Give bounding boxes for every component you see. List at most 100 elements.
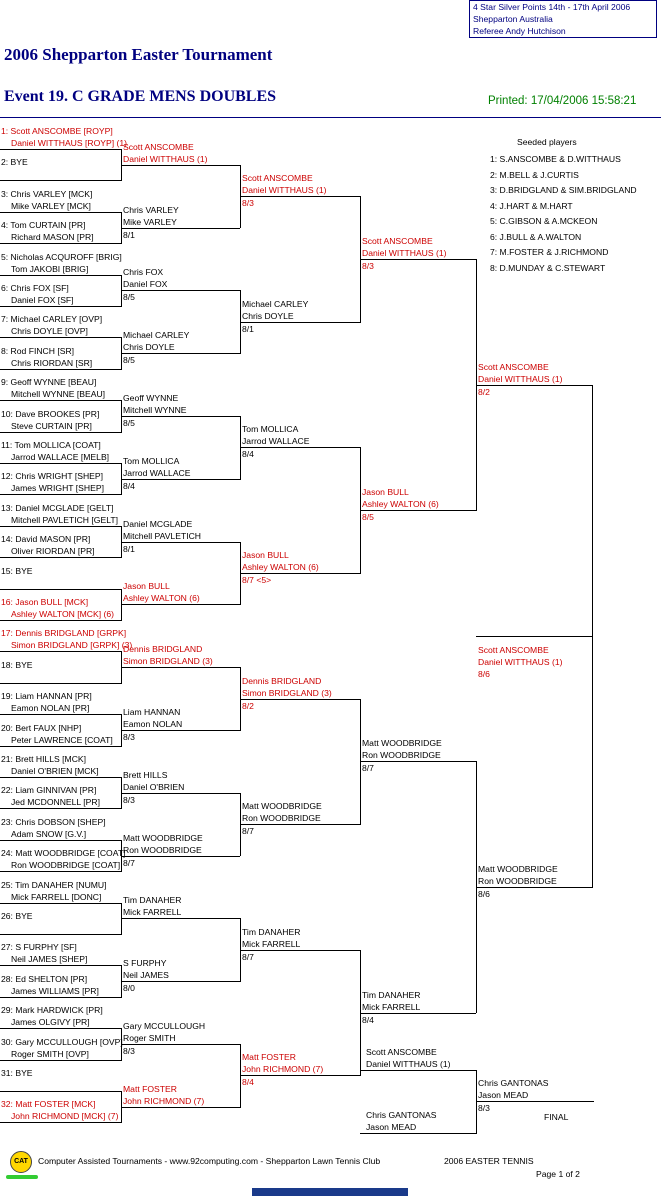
entrant-line1: 24: Matt WOODBRIDGE [COAT] bbox=[1, 848, 126, 859]
entrant-line1: 10: Dave BROOKES [PR] bbox=[1, 408, 100, 419]
bracket-line bbox=[0, 682, 121, 684]
bracket-line bbox=[121, 415, 240, 417]
winner-line2: John RICHMOND (7) bbox=[242, 1064, 324, 1075]
bracket-line bbox=[0, 149, 121, 150]
bracket-line bbox=[240, 321, 360, 323]
match-score: 8/7 bbox=[242, 826, 254, 837]
bracket-line bbox=[121, 729, 240, 731]
entrant-line1: 15: BYE bbox=[1, 565, 33, 576]
bracket-line bbox=[0, 620, 121, 621]
half-winner-line1: Scott ANSCOMBE bbox=[478, 644, 549, 655]
match-score: 8/4 bbox=[242, 449, 254, 460]
winner-line1: Tim DANAHER bbox=[362, 989, 421, 1000]
seeded-player: 4: J.HART & M.HART bbox=[490, 200, 573, 211]
winner-line2: Ron WOODBRIDGE bbox=[123, 844, 202, 855]
bracket-line bbox=[0, 368, 121, 370]
bracket-line bbox=[360, 258, 476, 260]
entrant-line2: Daniel WITTHAUS [ROYP] (1) bbox=[11, 138, 128, 148]
winner-line2: Jarrod WALLACE bbox=[242, 436, 310, 447]
winner-line1: Matt FOSTER bbox=[123, 1083, 177, 1094]
entrant-line2: Adam SNOW [G.V.] bbox=[11, 828, 87, 839]
entrant-line1: 7: Michael CARLEY [OVP] bbox=[1, 314, 103, 325]
bracket-line bbox=[240, 447, 360, 449]
final-top-line2: Daniel WITTHAUS (1) bbox=[366, 1059, 451, 1069]
entrant-line1: 29: Mark HARDWICK [PR] bbox=[1, 1005, 103, 1016]
winner-line1: Jason BULL bbox=[242, 549, 289, 560]
bracket-line bbox=[121, 164, 240, 166]
entrant-line1: 12: Chris WRIGHT [SHEP] bbox=[1, 471, 104, 482]
bracket-line bbox=[0, 808, 121, 810]
bracket-line bbox=[0, 337, 121, 339]
winner-line1: Matt FOSTER bbox=[242, 1052, 296, 1063]
seeded-player: 8: D.MUNDAY & C.STEWART bbox=[490, 262, 606, 273]
event-title: Event 19. C GRADE MENS DOUBLES bbox=[4, 88, 277, 105]
bracket-line bbox=[0, 714, 121, 716]
match-score: 8/5 bbox=[123, 292, 135, 303]
winner-line1: Brett HILLS bbox=[123, 769, 168, 780]
bracket-line bbox=[121, 1043, 240, 1045]
bracket-line bbox=[121, 478, 240, 480]
entrant-line2: Tom JAKOBI [BRIG] bbox=[11, 263, 89, 274]
cat-logo: CAT bbox=[10, 1151, 32, 1173]
entrant-line2: Simon BRIDGLAND [GRPK] (3) bbox=[11, 640, 133, 651]
winner-line2: John RICHMOND (7) bbox=[123, 1095, 205, 1106]
winner-line1: Chris FOX bbox=[123, 267, 164, 278]
winner-line1: Dennis BRIDGLAND bbox=[242, 675, 322, 686]
entrant-line2: James WILLIAMS [PR] bbox=[11, 985, 99, 996]
bracket-line bbox=[240, 572, 360, 574]
winner-line2: Roger SMITH bbox=[123, 1032, 176, 1043]
winner-line1: Scott ANSCOMBE bbox=[123, 141, 194, 152]
bracket-line bbox=[0, 777, 121, 778]
winner-line1: Jason BULL bbox=[123, 581, 170, 592]
match-score: 8/7 bbox=[242, 951, 254, 962]
winner-line1: Scott ANSCOMBE bbox=[362, 235, 433, 246]
winner-line1: Scott ANSCOMBE bbox=[242, 173, 313, 184]
match-score: 8/1 bbox=[123, 543, 135, 554]
match-score: 8/5 bbox=[123, 417, 135, 428]
bracket-line bbox=[0, 525, 121, 527]
winner-line1: Tim DANAHER bbox=[242, 926, 301, 937]
winner-line1: Tom MOLLICA bbox=[123, 455, 180, 466]
entrant-line1: 4: Tom CURTAIN [PR] bbox=[1, 220, 86, 231]
winner-line2: Chris DOYLE bbox=[123, 342, 175, 353]
winner-line1: Jason BULL bbox=[362, 487, 409, 498]
bracket-line bbox=[592, 384, 593, 888]
bracket-line bbox=[121, 667, 240, 669]
entrant-line1: 28: Ed SHELTON [PR] bbox=[1, 973, 88, 984]
winner-line2: Simon BRIDGLAND (3) bbox=[242, 687, 332, 698]
entrant-line1: 16: Jason BULL [MCK] bbox=[1, 597, 89, 607]
bracket-line bbox=[0, 651, 121, 653]
points-dates: 4 Star Silver Points 14th - 17th April 2… bbox=[473, 2, 631, 12]
half-winner-line2: Daniel WITTHAUS (1) bbox=[478, 656, 563, 667]
match-score: 8/3 bbox=[123, 1045, 135, 1056]
bracket-line bbox=[240, 698, 360, 700]
winner-line2: Chris DOYLE bbox=[242, 310, 294, 321]
winner-line1: Matt WOODBRIDGE bbox=[362, 738, 442, 749]
final-bottom-line1: Chris GANTONAS bbox=[366, 1110, 437, 1120]
entrant-line1: 8: Rod FINCH [SR] bbox=[1, 345, 75, 356]
entrant-line1: 17: Dennis BRIDGLAND [GRPK] bbox=[1, 628, 127, 639]
winner-line1: Chris VARLEY bbox=[123, 204, 179, 215]
winner-line2: Mick FARRELL bbox=[362, 1001, 421, 1012]
bracket-line bbox=[0, 274, 121, 276]
winner-line1: Matt WOODBRIDGE bbox=[478, 863, 558, 874]
entrant-line1: 19: Liam HANNAN [PR] bbox=[1, 691, 92, 702]
entrant-line1: 14: David MASON [PR] bbox=[1, 534, 91, 545]
entrant-line1: 27: S FURPHY [SF] bbox=[1, 942, 77, 953]
seeded-player: 7: M.FOSTER & J.RICHMOND bbox=[490, 247, 609, 257]
match-score: 8/1 bbox=[242, 323, 254, 334]
match-score: 8/5 bbox=[362, 512, 374, 523]
winner-line2: Mike VARLEY bbox=[123, 216, 177, 227]
match-score: 8/6 bbox=[478, 888, 490, 899]
entrant-line2: Chris DOYLE [OVP] bbox=[11, 326, 88, 337]
match-score: 8/3 bbox=[242, 198, 254, 209]
bracket-line bbox=[240, 196, 360, 198]
winner-line2: Mick FARRELL bbox=[242, 938, 301, 949]
final-top-line1: Scott ANSCOMBE bbox=[366, 1047, 437, 1057]
match-score: 8/4 bbox=[242, 1077, 254, 1088]
winner-line2: Mitchell PAVLETICH bbox=[123, 530, 201, 541]
bracket-line bbox=[0, 588, 121, 590]
cat-logo-underline bbox=[6, 1175, 38, 1179]
sponsor-banner bbox=[252, 1188, 408, 1196]
winner-line2: Eamon NOLAN bbox=[123, 718, 183, 729]
